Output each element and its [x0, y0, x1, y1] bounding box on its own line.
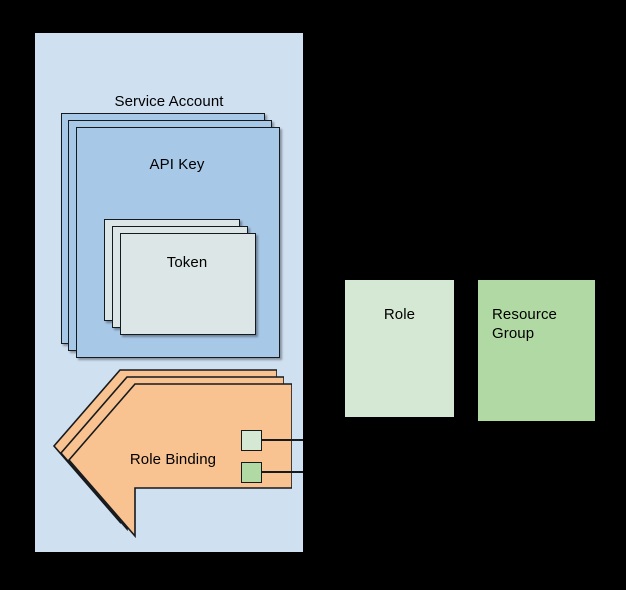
role-binding-arrow-front[interactable]	[67, 382, 292, 538]
role-connector-line	[261, 439, 303, 442]
resource-group-port-square[interactable]	[241, 462, 262, 483]
resource-group-connector-line	[261, 471, 303, 474]
role-port-square[interactable]	[241, 430, 262, 451]
role-binding-arrow-shape-front	[67, 383, 292, 538]
token-card-front[interactable]	[120, 233, 256, 335]
service-account-label: Service Account	[114, 93, 224, 110]
role-label: Role	[383, 306, 416, 323]
resource-group-label: Resource Group	[492, 306, 557, 342]
role-box[interactable]: Role	[345, 280, 454, 417]
resource-group-box[interactable]: Resource Group	[478, 280, 595, 421]
